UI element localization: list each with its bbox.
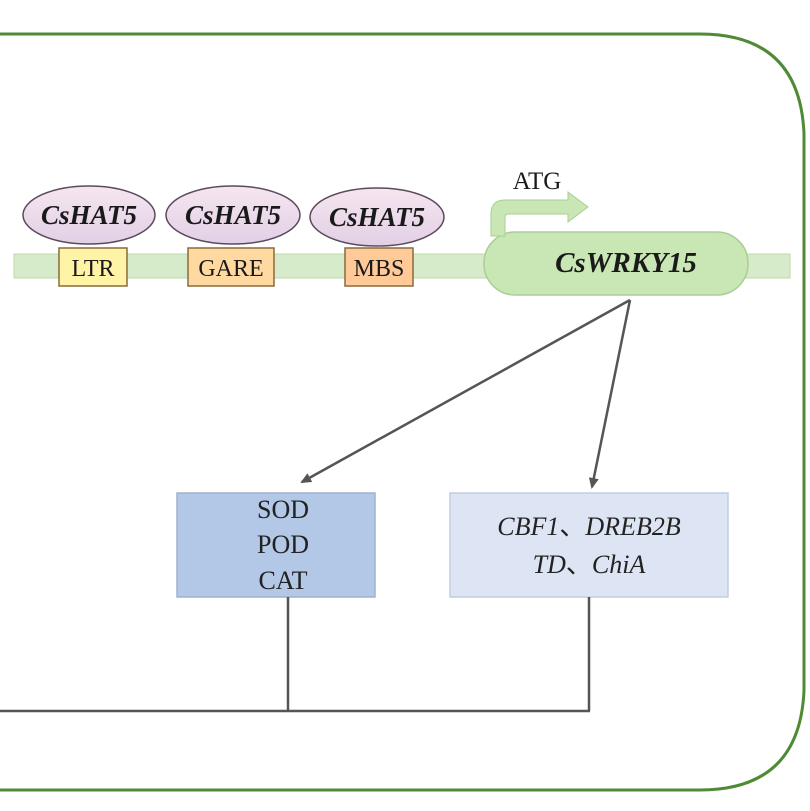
gene-label: CsWRKY15 [555, 247, 697, 279]
gene-csWRKY15: CsWRKY15 [483, 231, 749, 296]
start-codon-label: ATG [513, 168, 562, 195]
transcription-factor: CsHAT5 [165, 185, 301, 245]
outer-frame [0, 32, 806, 792]
target-gene-line: TD、ChiA [533, 550, 646, 579]
transcription-factor: CsHAT5 [309, 187, 445, 247]
target-gene-label: CBF1 [497, 512, 559, 541]
cis-element-ltr: LTR [58, 247, 128, 287]
target-gene-label: ChiA [592, 550, 646, 579]
transcription-start-arrow-icon [490, 191, 589, 237]
target-gene-line: CBF1、DREB2B [497, 512, 681, 541]
cis-element-gare: GARE [187, 247, 275, 287]
target-gene-label: SOD [257, 495, 309, 524]
separator: 、 [559, 512, 585, 541]
output-connector [0, 597, 591, 713]
target-gene-label: POD [257, 530, 309, 559]
transcription-factor: CsHAT5 [22, 185, 156, 245]
target-gene-label: CAT [258, 566, 307, 595]
cis-element-label: MBS [354, 256, 405, 282]
arrow-to-antioxidant [300, 298, 631, 484]
tf-label: CsHAT5 [185, 200, 281, 230]
tf-label: CsHAT5 [41, 200, 137, 230]
separator: 、 [566, 550, 592, 579]
cis-element-label: GARE [198, 256, 263, 282]
tf-label: CsHAT5 [329, 202, 425, 232]
stress-genes-box: CBF1、DREB2B TD、ChiA [449, 492, 729, 598]
arrow-to-stress-genes [588, 299, 632, 489]
cis-element-mbs: MBS [344, 247, 414, 287]
target-gene-label: DREB2B [584, 512, 680, 541]
antioxidant-genes-box: SOD POD CAT [176, 492, 376, 598]
cis-element-label: LTR [71, 256, 114, 282]
target-gene-label: TD [533, 550, 566, 579]
